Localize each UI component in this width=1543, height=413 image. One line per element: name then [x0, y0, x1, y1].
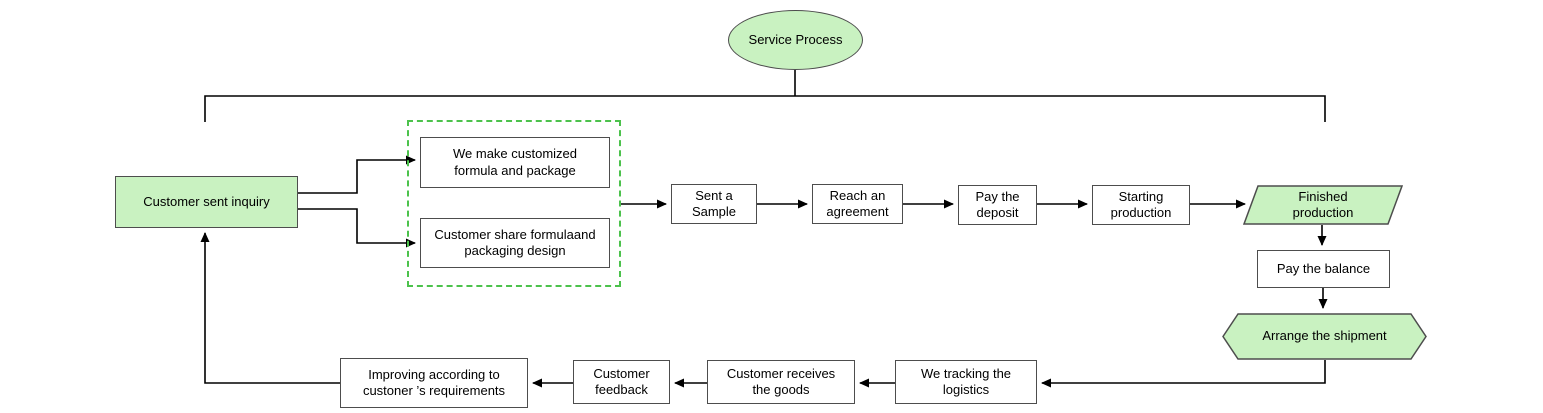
connector-shipment-to-tracking — [1041, 360, 1326, 388]
node-label-we-tracking-the-logistics: We tracking the logistics — [920, 365, 1012, 397]
parallelogram-shape — [1243, 185, 1403, 225]
node-reach-an-agreement: Reach an agreement — [812, 184, 903, 224]
node-label-reach-an-agreement: Reach an agreement — [826, 187, 889, 219]
node-sent-a-sample: Sent a Sample — [671, 184, 757, 224]
node-pay-the-deposit: Pay the deposit — [958, 185, 1037, 225]
customization-options-group — [407, 120, 621, 287]
node-improving-requirements: Improving according to custoner ’s requi… — [340, 358, 528, 408]
node-label-customer-feedback: Customer feedback — [593, 365, 650, 397]
connector-top-bracket — [204, 95, 1326, 122]
node-we-tracking-the-logistics: We tracking the logistics — [895, 360, 1037, 404]
node-label-sent-a-sample: Sent a Sample — [691, 187, 737, 219]
node-arrange-the-shipment: Arrange the shipment — [1222, 313, 1427, 360]
node-label-customer-share-formula: Customer share formulaand packaging desi… — [434, 226, 596, 258]
connector-inquiry-to-make-formula — [298, 155, 416, 194]
node-label-customer-receives-the-goods: Customer receives the goods — [726, 365, 836, 397]
connector-improving-to-inquiry — [200, 232, 341, 384]
node-finished-production: Finished production — [1243, 185, 1403, 225]
node-label-pay-the-deposit: Pay the deposit — [975, 188, 1020, 220]
node-label-finished-production: Finished production — [1292, 188, 1354, 220]
node-label-arrange-the-shipment: Arrange the shipment — [1262, 328, 1387, 344]
node-label-we-make-customized-formula: We make customized formula and package — [452, 146, 578, 178]
node-customer-share-formula: Customer share formulaand packaging desi… — [420, 218, 610, 268]
node-pay-the-balance: Pay the balance — [1257, 250, 1390, 288]
node-label-customer-sent-inquiry: Customer sent inquiry — [143, 193, 270, 209]
node-label-starting-production: Starting production — [1110, 188, 1172, 220]
node-starting-production: Starting production — [1092, 185, 1190, 225]
connector-inquiry-to-share-formula — [298, 208, 416, 248]
node-service-process: Service Process — [728, 10, 863, 70]
node-customer-receives-the-goods: Customer receives the goods — [707, 360, 855, 404]
node-we-make-customized-formula: We make customized formula and package — [420, 137, 610, 188]
node-label-improving-requirements: Improving according to custoner ’s requi… — [362, 366, 506, 398]
node-label-service-process: Service Process — [748, 31, 843, 47]
node-customer-sent-inquiry: Customer sent inquiry — [115, 176, 298, 228]
hexagon-shape — [1222, 313, 1427, 360]
node-customer-feedback: Customer feedback — [573, 360, 670, 404]
node-label-pay-the-balance: Pay the balance — [1276, 260, 1371, 276]
